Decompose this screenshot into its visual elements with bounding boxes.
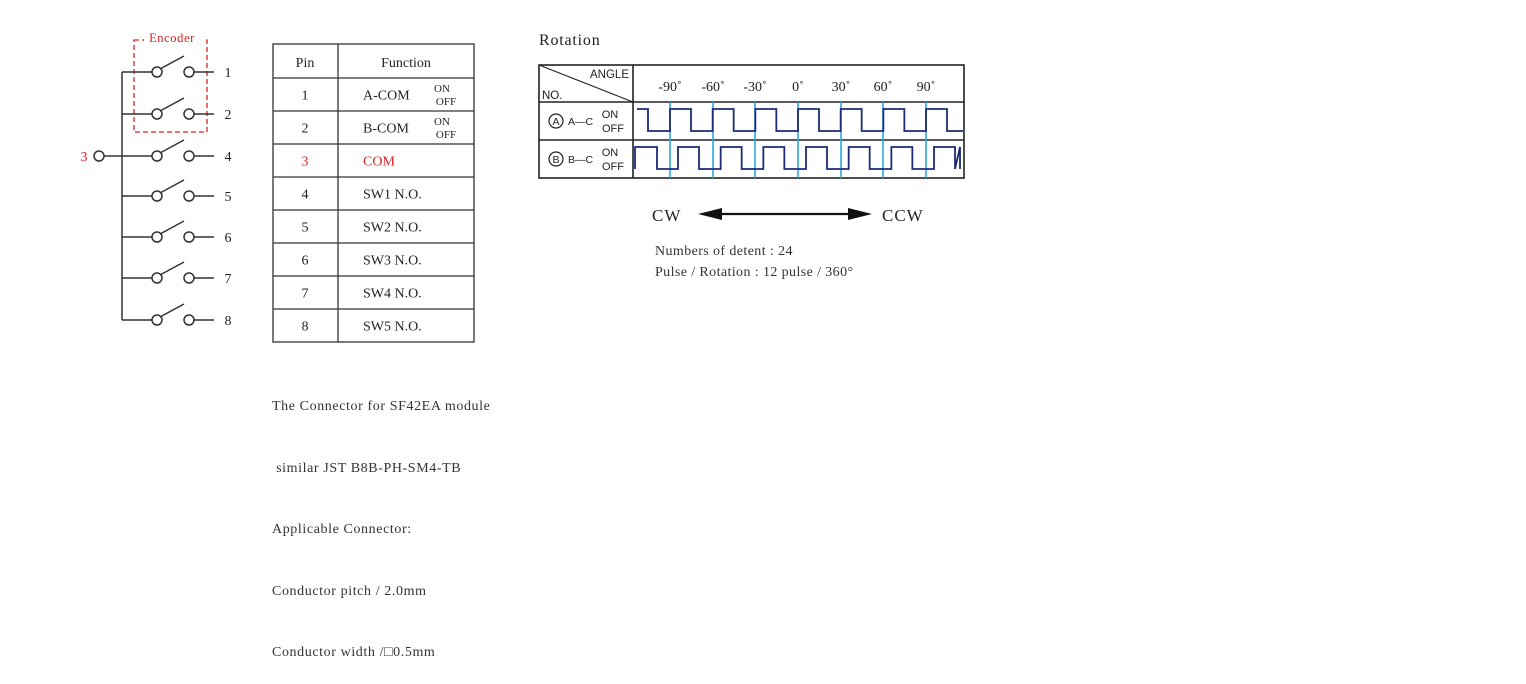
encoder-label: Encoder (149, 31, 195, 45)
angle-label: 0˚ (792, 80, 804, 95)
connector-note: The Connector for SF42EA module similar … (272, 356, 490, 684)
connector-note-line: The Connector for SF42EA module (272, 399, 491, 414)
table-header-function: Function (381, 56, 431, 71)
switch-pin-label: 8 (225, 314, 232, 329)
off-label: OFF (602, 123, 624, 135)
connector-note-line: Conductor width /□0.5mm (272, 645, 436, 660)
table-cell-function: SW2 N.O. (363, 221, 422, 236)
table-cell-pin: 8 (302, 320, 309, 335)
switch-pin-label: 7 (225, 272, 232, 287)
table-cell-function: SW1 N.O. (363, 188, 422, 203)
signal-row-a: A A—C ON OFF (548, 108, 963, 135)
common-pin-label: 3 (81, 150, 88, 165)
table-cell-function: SW3 N.O. (363, 254, 422, 269)
switch-pin-label: 1 (225, 66, 232, 81)
table-cell-pin: 1 (302, 89, 309, 104)
direction-cw: CW (652, 206, 681, 225)
connector-note-line: Conductor pitch / 2.0mm (272, 583, 427, 599)
rotation-chart: ANGLE NO. -90˚ -60˚ -30˚ 0˚ 30˚ 60˚ 90˚ A A—C ON… (538, 64, 965, 179)
switch-4 (122, 139, 214, 162)
table-cell-pin: 3 (302, 155, 309, 170)
header-angle: ANGLE (590, 69, 629, 81)
table-row: 3 COM (302, 155, 396, 170)
angle-label: -90˚ (658, 80, 681, 95)
direction-arrow: CW CCW (652, 206, 924, 225)
table-cell-function: A-COM (363, 89, 410, 104)
direction-ccw: CCW (882, 206, 924, 225)
encoder-box (133, 39, 208, 133)
table-cell-pin: 6 (302, 254, 309, 269)
header-no: NO. (542, 90, 562, 102)
table-row: 5 SW2 N.O. (302, 221, 422, 236)
signal-label: A—C (568, 116, 594, 128)
angle-label: -60˚ (701, 80, 724, 95)
off-label: OFF (602, 161, 624, 173)
table-row: 8 SW5 N.O. (302, 320, 422, 335)
signal-row-b: B B—C ON OFF (548, 146, 961, 173)
switch-pin-label: 4 (225, 150, 232, 165)
table-cell-function: SW5 N.O. (363, 320, 422, 335)
signal-label: B—C (568, 154, 594, 166)
pulse-text: Pulse / Rotation : 12 pulse / 360° (655, 265, 853, 280)
table-row: 7 SW4 N.O. (302, 287, 422, 302)
detent-text: Numbers of detent : 24 (655, 244, 793, 259)
switch-schematic (93, 39, 214, 326)
arrow-right-icon (848, 208, 872, 220)
off-label: OFF (436, 129, 456, 141)
switch-6 (122, 220, 214, 243)
switch-pin-label: 5 (225, 190, 232, 205)
switch-2 (122, 97, 214, 120)
switch-7 (122, 261, 214, 284)
angle-label: 30˚ (832, 80, 851, 95)
table-header-pin: Pin (296, 56, 315, 71)
rotation-title: Rotation (539, 32, 601, 49)
connector-note-line: similar JST B8B-PH-SM4-TB (272, 460, 462, 476)
table-row: 6 SW3 N.O. (302, 254, 422, 269)
angle-label: 60˚ (874, 80, 893, 95)
waveform (637, 108, 963, 132)
table-cell-function: COM (363, 155, 395, 170)
switch-1 (122, 55, 214, 78)
angle-label: -30˚ (743, 80, 766, 95)
on-label: ON (602, 109, 619, 121)
signal-circle-label: B (552, 154, 559, 166)
switch-5 (122, 179, 214, 202)
on-label: ON (602, 147, 619, 159)
table-row: 4 SW1 N.O. (302, 188, 422, 203)
switch-pin-label: 6 (225, 231, 232, 246)
table-cell-pin: 2 (302, 122, 309, 137)
switch-pin-label: 2 (225, 108, 232, 123)
connector-note-line: Applicable Connector: (272, 522, 412, 537)
table-cell-function: SW4 N.O. (363, 287, 422, 302)
waveform (634, 146, 961, 170)
table-cell-pin: 5 (302, 221, 309, 236)
signal-circle-label: A (552, 116, 559, 128)
switch-8 (122, 303, 214, 326)
common-pin-terminal (93, 150, 105, 162)
arrow-left-icon (698, 208, 722, 220)
on-label: ON (434, 83, 450, 95)
table-cell-pin: 7 (302, 287, 309, 302)
table-cell-pin: 4 (302, 188, 309, 203)
table-cell-function: B-COM (363, 122, 409, 137)
off-label: OFF (436, 96, 456, 108)
on-label: ON (434, 116, 450, 128)
angle-label: 90˚ (917, 80, 936, 95)
